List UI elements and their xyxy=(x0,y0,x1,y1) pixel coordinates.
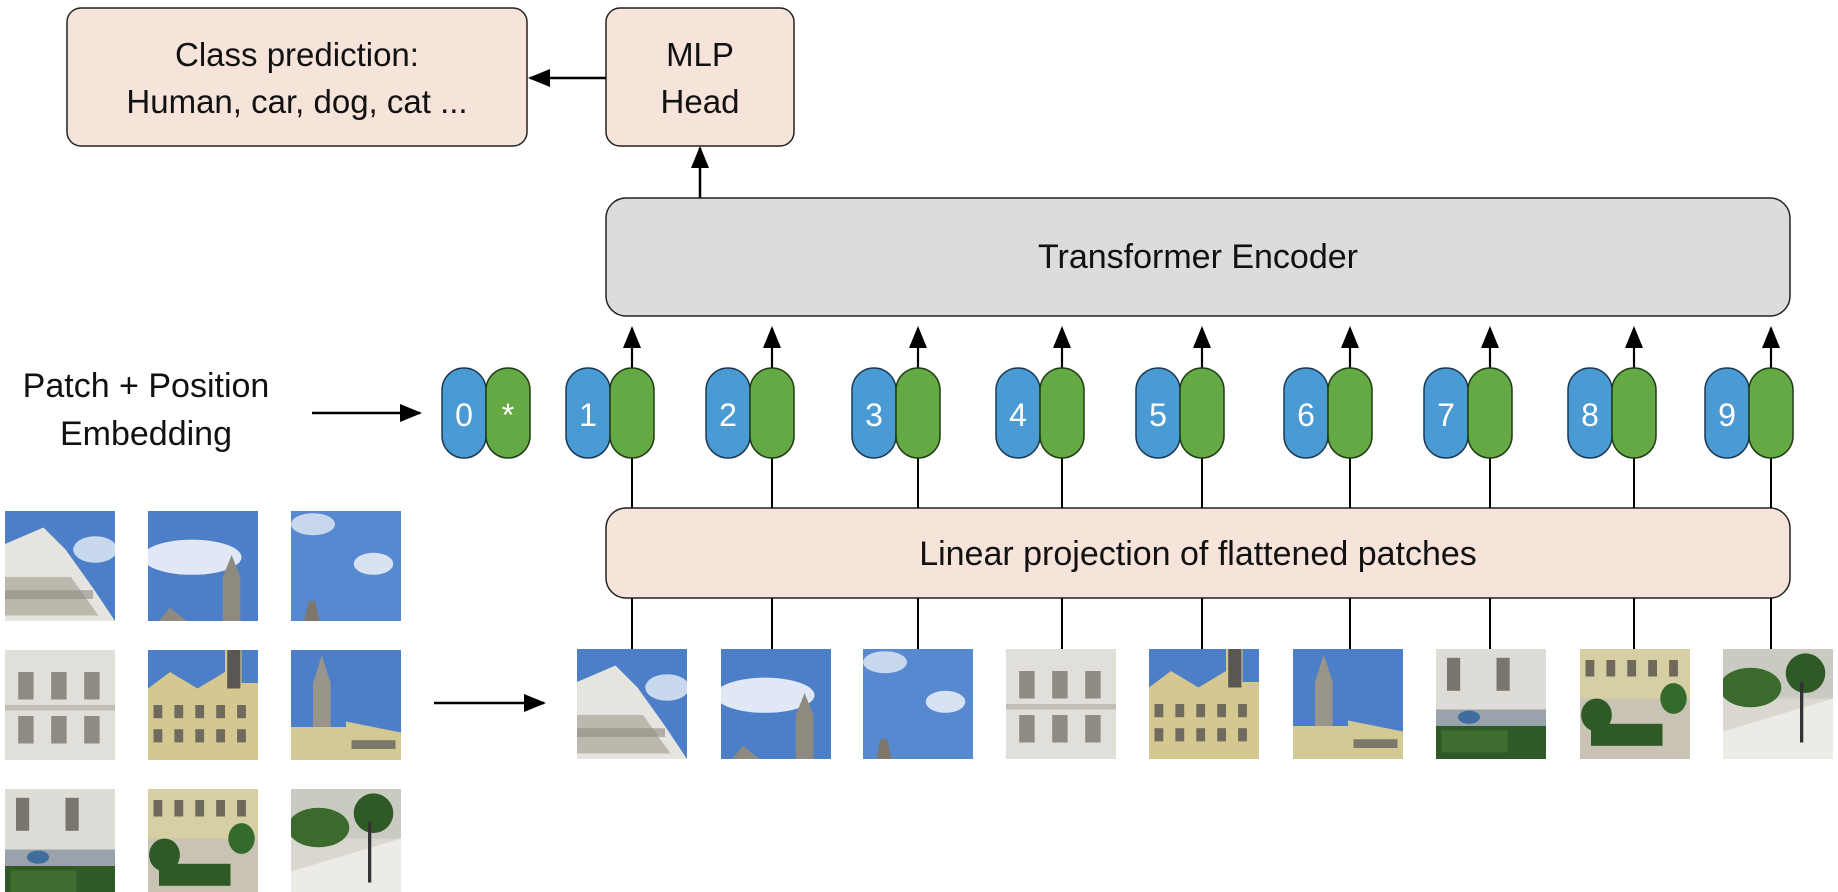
transformer-encoder-box: Transformer Encoder xyxy=(605,197,1791,317)
patch-position-label-line1: Patch + Position xyxy=(23,367,270,405)
linear-projection-box: Linear projection of flattened patches xyxy=(605,507,1791,599)
token-index: 0 xyxy=(455,397,473,433)
token-index: 8 xyxy=(1581,397,1599,433)
mlp-head-line2: Head xyxy=(661,83,740,120)
flattened-patch-sequence xyxy=(577,649,1833,759)
patch-position-label-line2: Embedding xyxy=(60,415,232,453)
sequence-patch-1 xyxy=(577,649,687,759)
mlp-head-box: MLP Head xyxy=(605,7,795,147)
patch-embedding xyxy=(485,367,531,459)
grid-patch-1 xyxy=(5,511,115,621)
token-0: 0* xyxy=(441,367,531,459)
token-9: 9 xyxy=(1704,367,1794,459)
mlp-head-line1: MLP xyxy=(666,36,734,73)
patch-embedding xyxy=(895,367,941,459)
token-4: 4 xyxy=(995,367,1085,459)
patch-embedding xyxy=(1467,367,1513,459)
token-index: 2 xyxy=(719,397,737,433)
patch-embedding xyxy=(1611,367,1657,459)
transformer-encoder-label: Transformer Encoder xyxy=(1038,238,1358,276)
token-2: 2 xyxy=(705,367,795,459)
sequence-patch-8 xyxy=(1580,649,1690,759)
sequence-patch-2 xyxy=(721,649,831,759)
grid-patch-3 xyxy=(291,511,401,621)
token-7: 7 xyxy=(1423,367,1513,459)
grid-patch-7 xyxy=(5,789,115,892)
token-index: 5 xyxy=(1149,397,1167,433)
token-index: 1 xyxy=(579,397,597,433)
token-index: 3 xyxy=(865,397,883,433)
sequence-patch-5 xyxy=(1149,649,1259,759)
sequence-patch-4 xyxy=(1006,649,1116,759)
patch-embedding xyxy=(609,367,655,459)
patch-embedding xyxy=(749,367,795,459)
patch-embedding xyxy=(1327,367,1373,459)
grid-patch-6 xyxy=(291,650,401,760)
grid-patch-2 xyxy=(148,511,258,621)
sequence-patch-3 xyxy=(863,649,973,759)
grid-patch-4 xyxy=(5,650,115,760)
image-patch-grid xyxy=(5,511,401,892)
token-index: 7 xyxy=(1437,397,1455,433)
sequence-patch-6 xyxy=(1293,649,1403,759)
connector-lines xyxy=(623,326,1780,672)
token-6: 6 xyxy=(1283,367,1373,459)
token-1: 1 xyxy=(565,367,655,459)
sequence-patch-7 xyxy=(1436,649,1546,759)
token-index: 9 xyxy=(1718,397,1736,433)
token-8: 8 xyxy=(1567,367,1657,459)
grid-patch-5 xyxy=(148,650,258,760)
sequence-patch-9 xyxy=(1723,649,1833,759)
token-5: 5 xyxy=(1135,367,1225,459)
grid-patch-8 xyxy=(148,789,258,892)
class-prediction-title: Class prediction: xyxy=(175,36,419,73)
linear-projection-label: Linear projection of flattened patches xyxy=(919,535,1477,573)
patch-embedding xyxy=(1748,367,1794,459)
class-prediction-box: Class prediction: Human, car, dog, cat .… xyxy=(66,7,528,147)
token-index: 4 xyxy=(1009,397,1027,433)
token-3: 3 xyxy=(851,367,941,459)
patch-embedding xyxy=(1179,367,1225,459)
grid-patch-9 xyxy=(291,789,401,892)
token-index: 6 xyxy=(1297,397,1315,433)
class-prediction-classes: Human, car, dog, cat ... xyxy=(126,83,467,120)
patch-embedding xyxy=(1039,367,1085,459)
class-token-marker: * xyxy=(502,397,514,433)
